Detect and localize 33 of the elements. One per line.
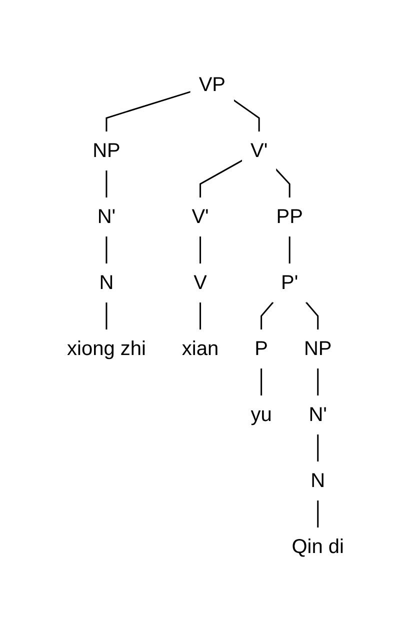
node-text: V'	[192, 205, 209, 228]
node-text: N'	[97, 205, 116, 228]
node-text: Qin di	[292, 535, 344, 558]
node-text: xian	[182, 337, 219, 360]
node-text: NP	[92, 140, 120, 162]
connector	[317, 499, 319, 528]
node-text: N	[310, 469, 326, 492]
node-text: yu	[250, 403, 272, 426]
connector	[305, 301, 319, 330]
connector	[275, 168, 290, 198]
node-text: N	[99, 271, 114, 294]
connector	[260, 301, 274, 330]
node-text: P'	[281, 271, 298, 294]
node-text: PP	[276, 205, 303, 228]
connector	[317, 434, 319, 462]
node-text: N'	[308, 403, 328, 426]
connector	[288, 236, 290, 264]
connector	[106, 236, 108, 264]
node-text: NP	[304, 337, 332, 360]
node-text: P	[254, 337, 268, 360]
connector	[200, 236, 202, 264]
node-text: xiong zhi	[67, 337, 146, 360]
connector	[317, 368, 319, 396]
connector	[200, 302, 202, 330]
connector	[233, 98, 260, 132]
connector	[106, 302, 108, 330]
connector	[260, 368, 262, 396]
node-text: V'	[250, 140, 268, 162]
connector	[200, 159, 243, 198]
node-text: VP	[198, 74, 226, 96]
connector	[106, 170, 108, 198]
node-text: V	[194, 271, 207, 294]
connector	[106, 90, 192, 132]
